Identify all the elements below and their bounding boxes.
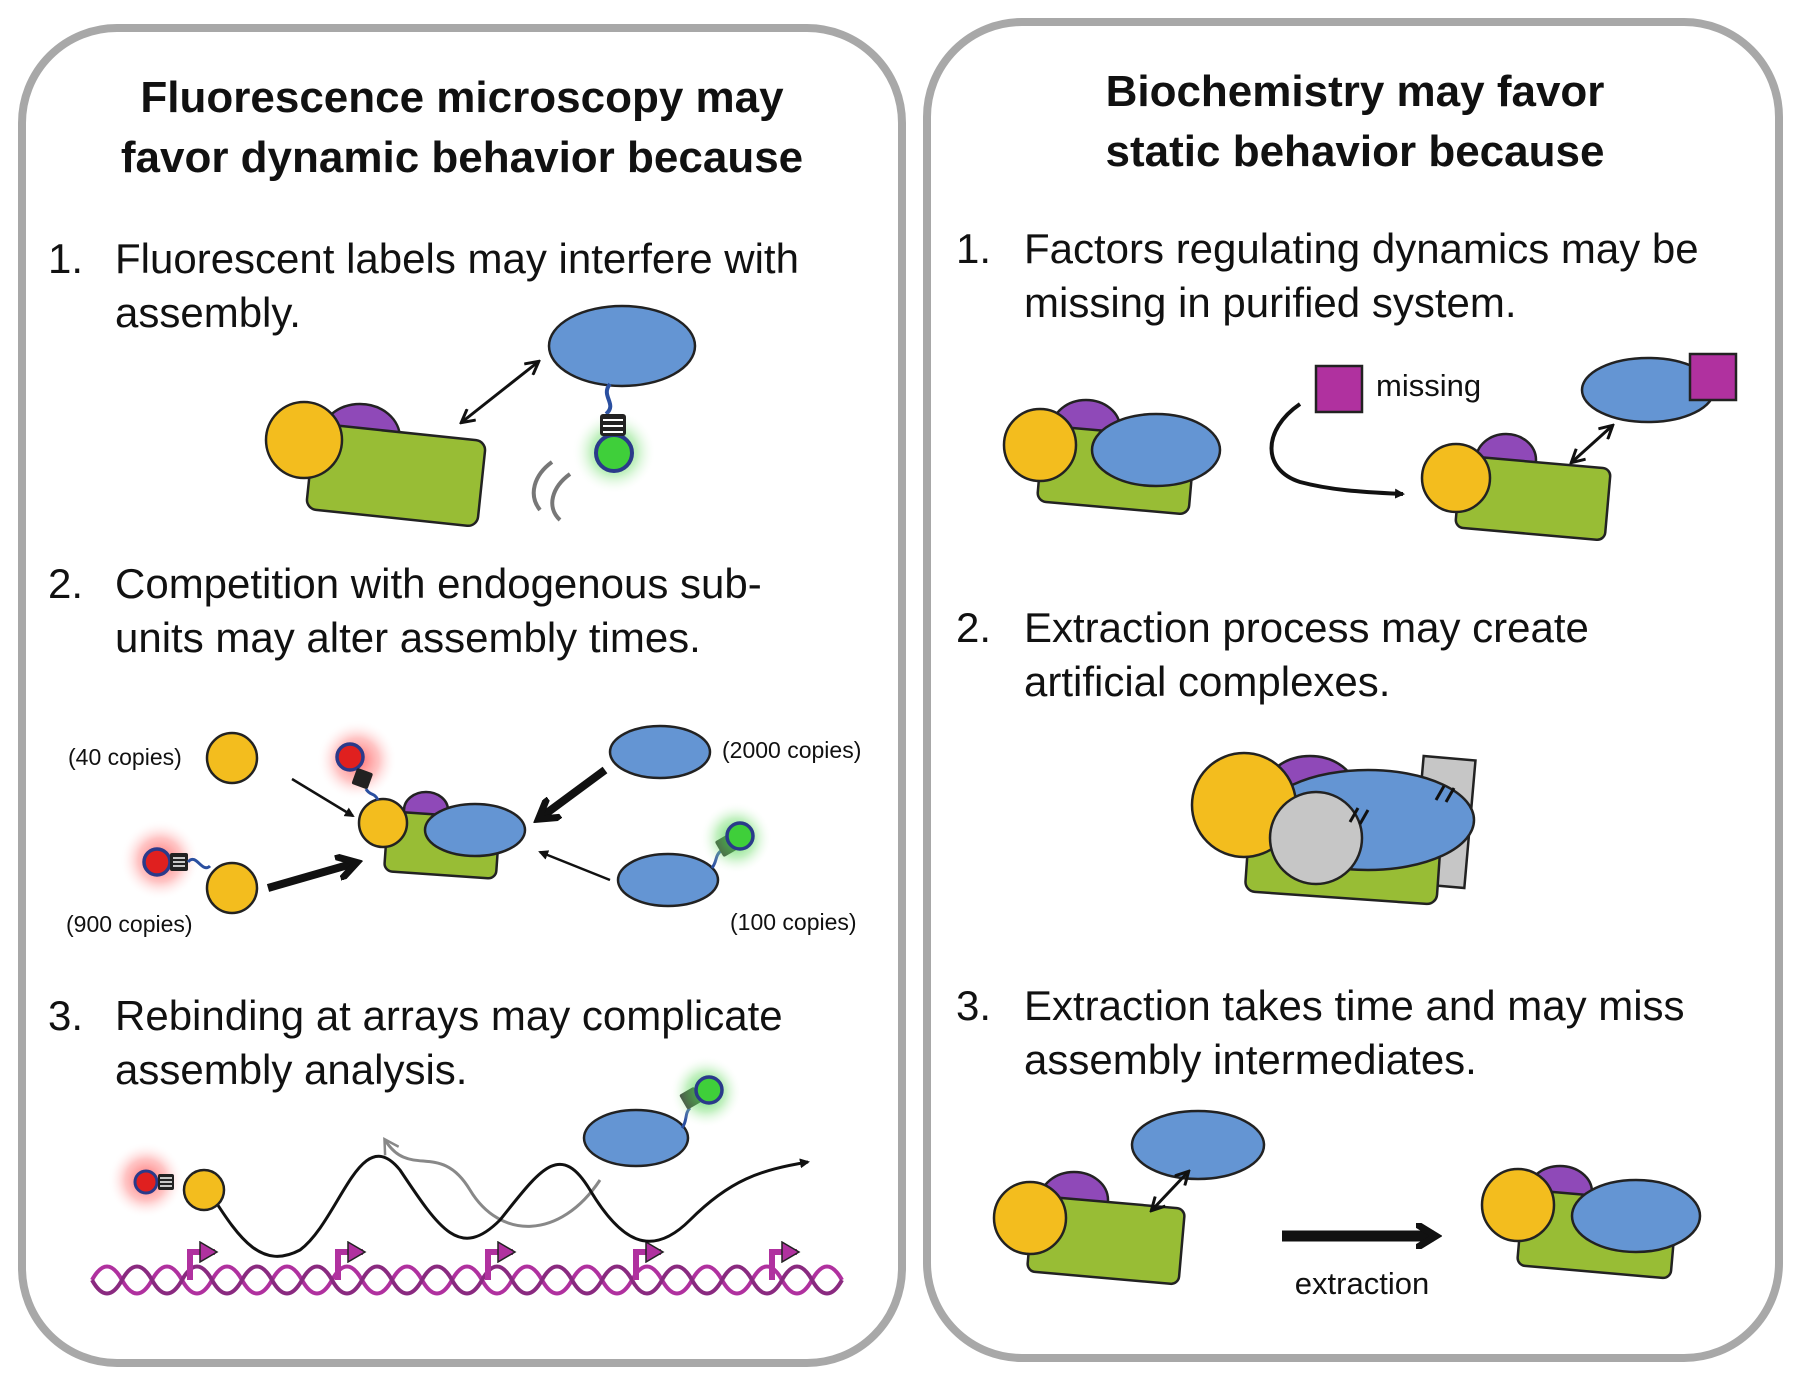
left-item2-line1: Competition with endogenous sub- (115, 560, 762, 607)
curved-removal-arrow (1269, 402, 1405, 499)
thick-arrow-bottom-left (266, 863, 355, 892)
promoter-arrow-icon (187, 1252, 797, 1280)
right-item2-line1: Extraction process may create (1024, 604, 1589, 651)
thin-arrow-top-left (291, 777, 355, 818)
competition-illustration: (40 copies) (900 copies) (66, 720, 861, 937)
copies-40-label: (40 copies) (68, 744, 182, 770)
right-panel-title-line1: Biochemistry may favor (1106, 67, 1605, 116)
missing-factor (1314, 364, 1364, 414)
crosslink-marks (1348, 785, 1456, 825)
fluorescent-label-icon (600, 414, 626, 436)
dynamic-complex (1420, 432, 1612, 541)
green-labeled-blue-subunit (616, 802, 772, 908)
right-item1-line1: Factors regulating dynamics may be (1024, 225, 1699, 272)
copies-2000-label: (2000 copies) (722, 737, 861, 763)
left-item3-line2: assembly analysis. (115, 1046, 467, 1093)
right-item3-number: 3. (956, 982, 991, 1029)
missing-factor-illustration: missing (1002, 352, 1738, 541)
right-item1-line2: missing in purified system. (1024, 279, 1517, 326)
unbound-blue-subunit (1130, 1109, 1266, 1181)
artificial-complex-illustration (1190, 751, 1477, 906)
extraction-illustration: extraction (992, 1109, 1702, 1301)
free-yellow-subunit (205, 731, 259, 785)
intermediate-complex (992, 1170, 1186, 1286)
left-panel-title-line1: Fluorescence microscopy may (140, 73, 784, 122)
central-complex (357, 790, 527, 880)
copies-100-label: (100 copies) (730, 909, 857, 935)
double-arrow-right (1572, 426, 1612, 462)
labeled-blue-subunit (547, 304, 697, 494)
right-panel-border (923, 18, 1783, 1362)
thin-arrow-bottom-right (538, 850, 611, 882)
missing-label: missing (1376, 368, 1481, 403)
rebinding-path (210, 1154, 810, 1258)
right-item3-line1: Extraction takes time and may miss (1024, 982, 1685, 1029)
red-labeled-rebinding-subunit (108, 1142, 226, 1218)
right-panel: Biochemistry may favor static behavior b… (923, 18, 1783, 1362)
static-complex (1002, 398, 1222, 515)
right-panel-title-line2: static behavior because (1106, 127, 1605, 176)
left-item1-number: 1. (48, 235, 83, 282)
left-item1-line2: assembly. (115, 289, 301, 336)
left-item2-line2: units may alter assembly times. (115, 614, 701, 661)
blue-with-factor (1580, 352, 1738, 424)
right-item1-number: 1. (956, 225, 991, 272)
double-arrow (462, 362, 538, 422)
free-blue-subunit (608, 724, 712, 780)
extraction-label: extraction (1295, 1266, 1429, 1301)
left-item1-line1: Fluorescent labels may interfere with (115, 235, 799, 282)
labeled-subunit-in-complex (317, 720, 397, 801)
left-item2-number: 2. (48, 560, 83, 607)
green-labeled-rebinding-subunit (582, 1056, 742, 1168)
right-item2-line2: artificial complexes. (1024, 658, 1390, 705)
rebinding-illustration (90, 1056, 844, 1296)
dna-helix-icon (90, 1264, 844, 1296)
complex-yellow-purple-green (264, 400, 487, 528)
right-item3-line2: assembly intermediates. (1024, 1036, 1477, 1083)
extracted-complex (1480, 1164, 1702, 1280)
double-arrow-r3 (1152, 1172, 1188, 1210)
right-item2-number: 2. (956, 604, 991, 651)
left-panel-title-line2: favor dynamic behavior because (121, 133, 803, 182)
left-item3-line1: Rebinding at arrays may complicate (115, 992, 783, 1039)
steric-clash-marks (531, 460, 572, 522)
thick-arrow-top-right (540, 766, 608, 818)
left-panel: Fluorescence microscopy may favor dynami… (18, 24, 906, 1367)
left-item3-number: 3. (48, 992, 83, 1039)
gray-unbinding-path (385, 1140, 602, 1228)
label-interference-illustration (264, 304, 697, 528)
copies-900-label: (900 copies) (66, 911, 193, 937)
red-labeled-yellow-subunit (120, 820, 259, 915)
